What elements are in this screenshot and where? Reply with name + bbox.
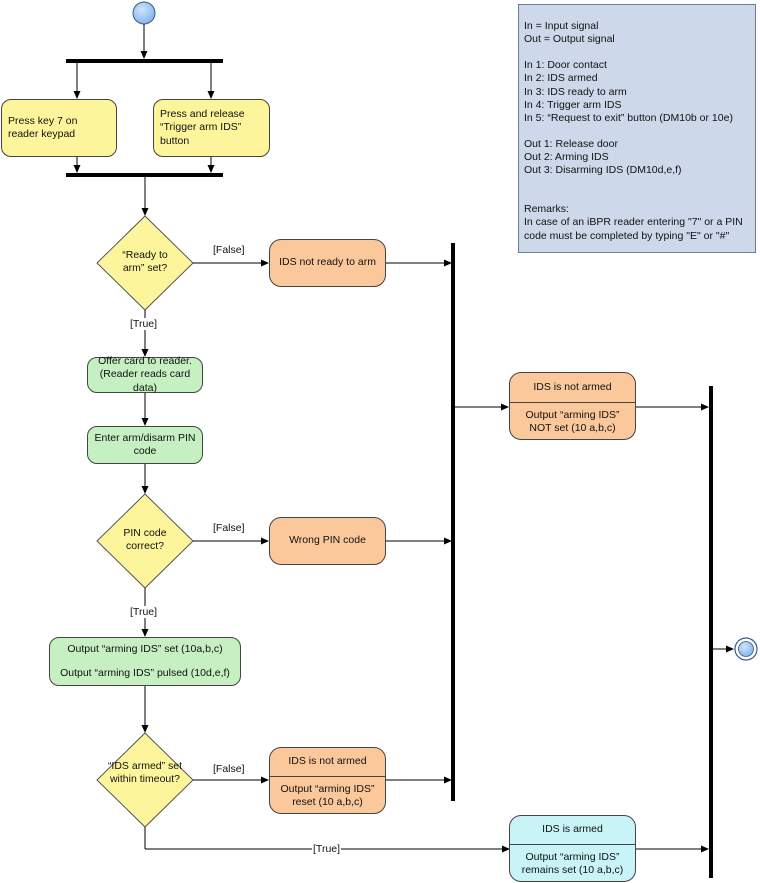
- legend-box: In = Input signal Out = Output signal In…: [518, 4, 756, 253]
- ids-not-ready-box: IDS not ready to arm: [269, 239, 386, 287]
- legend-line: In 4: Trigger arm IDS: [524, 98, 622, 111]
- ids-not-armed-reset-box: IDS is not armed Output “arming IDS” res…: [269, 747, 386, 814]
- legend-line: Out 3: Disarming IDS (DM10d,e,f): [524, 164, 682, 177]
- fork-bar: [66, 59, 223, 63]
- start-node: [132, 1, 156, 25]
- legend-line: Out = Output signal: [524, 33, 615, 46]
- merge-bar-right: [709, 386, 713, 878]
- wrong-pin-box: Wrong PIN code: [269, 517, 386, 565]
- merge-bar-left: [451, 243, 455, 801]
- offer-card-activity: Offer card to reader. (Reader reads card…: [87, 355, 203, 394]
- ids-armed-box: IDS is armed Output “arming IDS” remains…: [509, 815, 636, 882]
- legend-remarks-text: In case of an iBPR reader entering "7" o…: [524, 216, 743, 242]
- ids-not-armed-notset-box: IDS is not armed Output “arming IDS” NOT…: [509, 372, 636, 440]
- output-arming-activity: Output “arming IDS” set (10a,b,c) Output…: [49, 637, 241, 686]
- join-bar: [66, 173, 223, 177]
- legend-line: Out 1: Release door: [524, 137, 618, 150]
- legend-line: In 1: Door contact: [524, 59, 607, 72]
- ids-not-armed-notset-title: IDS is not armed: [533, 380, 612, 393]
- edge-label-true-2: [True]: [129, 606, 159, 618]
- legend-line: In = Input signal: [524, 20, 599, 32]
- edge-label-true-3: [True]: [312, 843, 342, 855]
- ids-armed-title: IDS is armed: [542, 823, 603, 836]
- press-key-7-activity: Press key 7 on reader keypad: [1, 99, 117, 157]
- enter-pin-activity: Enter arm/disarm PIN code: [87, 426, 203, 464]
- decision-ready-to-arm-label: “Ready to arm” set?: [122, 249, 168, 275]
- decision-pin-correct-label: PIN code correct?: [123, 527, 167, 553]
- edge-label-false-3: [False]: [212, 763, 246, 775]
- ids-armed-body: Output “arming IDS” remains set (10 a,b,…: [510, 844, 635, 881]
- output-arming-pulsed-line: Output “arming IDS” pulsed (10d,e,f): [60, 666, 230, 679]
- legend-line: In 5: “Request to exit” button (DM10b or…: [524, 111, 733, 124]
- decision-ids-armed-label: “IDS armed” set within timeout?: [107, 760, 183, 786]
- press-trigger-button-activity: Press and release “Trigger arm IDS” butt…: [153, 99, 270, 157]
- legend-remarks-title: Remarks:: [524, 203, 569, 216]
- legend-line: Out 2: Arming IDS: [524, 151, 609, 163]
- legend-line: In 3: IDS ready to arm: [524, 85, 627, 98]
- ids-not-armed-notset-body: Output “arming IDS” NOT set (10 a,b,c): [510, 402, 635, 439]
- output-arming-set-line: Output “arming IDS” set (10a,b,c): [67, 643, 223, 656]
- edge-label-false-2: [False]: [212, 522, 246, 534]
- ids-not-armed-reset-title: IDS is not armed: [288, 755, 367, 768]
- edge-label-true-1: [True]: [129, 318, 159, 330]
- ids-not-armed-reset-body: Output “arming IDS” reset (10 a,b,c): [270, 776, 385, 813]
- edge-label-false-1: [False]: [212, 244, 246, 256]
- end-node-inner: [738, 641, 754, 657]
- legend-line: In 2: IDS armed: [524, 72, 598, 85]
